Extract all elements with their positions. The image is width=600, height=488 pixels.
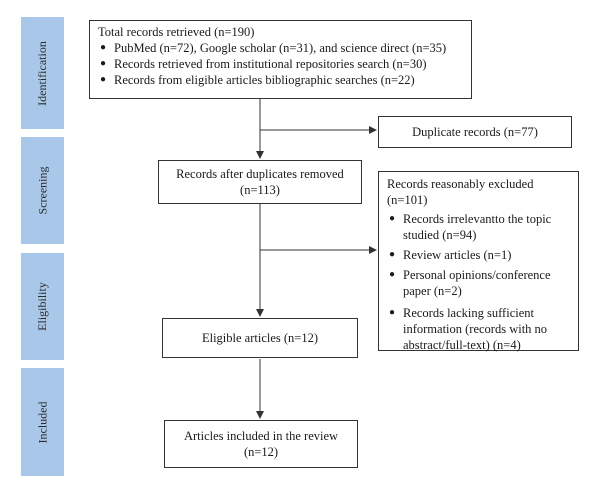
included-label: Articles included in the review: [183, 429, 339, 443]
list-item: PubMed (n=72), Google scholar (n=31), an…: [98, 40, 463, 56]
identification-title: Total records retrieved (n=190): [98, 25, 255, 39]
excluded-box: Records reasonably excluded (n=101) Reco…: [378, 171, 579, 353]
excluded-list: Records irrelevantto the topic studied (…: [387, 211, 570, 353]
identification-box: Total records retrieved (n=190) PubMed (…: [89, 20, 472, 99]
after-duplicates-label: Records after duplicates removed: [176, 167, 344, 181]
after-duplicates-box: Records after duplicates removed (n=113): [158, 160, 362, 204]
eligible-box: Eligible articles (n=12): [162, 318, 358, 358]
after-duplicates-count: (n=113): [240, 183, 280, 197]
excluded-title: Records reasonably excluded: [387, 177, 534, 191]
eligible-label: Eligible articles (n=12): [201, 331, 319, 345]
phase-eligibility: Eligibility: [21, 253, 64, 360]
list-item: Records retrieved from institutional rep…: [98, 56, 463, 72]
phase-identification: Identification: [21, 17, 64, 129]
included-count: (n=12): [243, 445, 279, 459]
list-item: Records lacking sufficient information (…: [387, 305, 570, 353]
list-item: Personal opinions/conference paper (n=2): [387, 267, 570, 299]
included-box: Articles included in the review (n=12): [164, 420, 358, 468]
list-item: Records from eligible articles bibliogra…: [98, 72, 463, 88]
excluded-count: (n=101): [387, 193, 428, 207]
identification-list: PubMed (n=72), Google scholar (n=31), an…: [98, 40, 463, 88]
duplicates-label: Duplicate records (n=77): [412, 125, 538, 139]
duplicates-box: Duplicate records (n=77): [378, 116, 572, 148]
list-item: Records irrelevantto the topic studied (…: [387, 211, 570, 243]
phase-included: Included: [21, 368, 64, 476]
list-item: Review articles (n=1): [387, 247, 570, 263]
phase-screening: Screening: [21, 137, 64, 244]
